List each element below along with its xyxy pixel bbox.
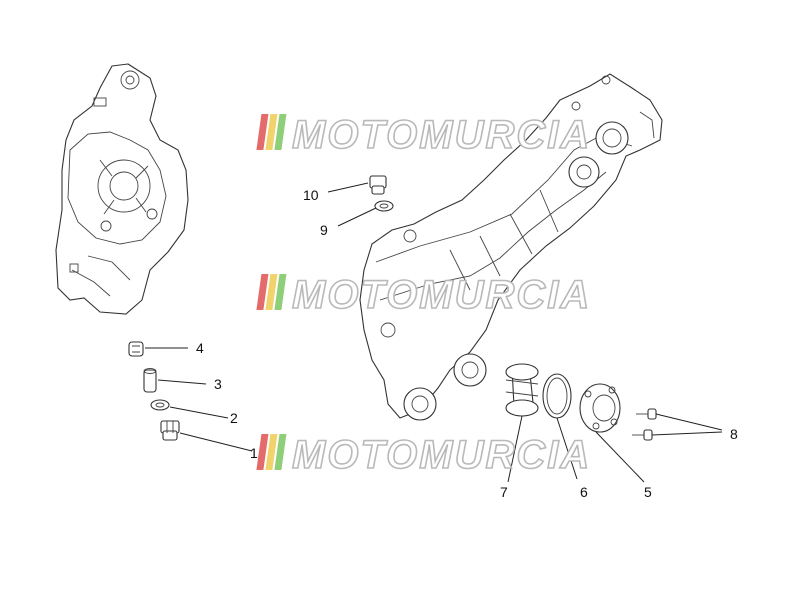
watermark-stripe-yellow bbox=[265, 434, 278, 470]
leader-lines bbox=[145, 182, 723, 483]
watermark-text: MOTOMURCIA bbox=[292, 273, 591, 317]
leader-3 bbox=[157, 379, 207, 385]
callout-7: 7 bbox=[500, 484, 508, 500]
leader-10 bbox=[327, 182, 369, 193]
watermark-stripe-green bbox=[274, 434, 287, 470]
watermark-stripe-red bbox=[256, 114, 269, 150]
callout-8: 8 bbox=[730, 426, 738, 442]
leader-8a bbox=[655, 413, 723, 431]
leader-2 bbox=[169, 406, 229, 419]
callout-10: 10 bbox=[303, 187, 319, 203]
watermark: MOTOMURCIA bbox=[256, 112, 591, 158]
callout-labels: 1 2 3 4 5 6 7 8 9 10 bbox=[196, 187, 738, 500]
part-5-cover-flange bbox=[579, 383, 621, 433]
leader-6 bbox=[556, 417, 578, 480]
leader-1 bbox=[179, 432, 253, 452]
callout-2: 2 bbox=[230, 410, 238, 426]
watermark-stripe-yellow bbox=[265, 114, 278, 150]
part-10-plug-screw bbox=[369, 175, 387, 195]
watermark-stripes bbox=[256, 274, 287, 310]
watermark-text: MOTOMURCIA bbox=[292, 113, 591, 157]
watermark-text: MOTOMURCIA bbox=[292, 433, 591, 477]
callout-3: 3 bbox=[214, 376, 222, 392]
left-crankcase-half bbox=[55, 63, 189, 315]
part-8-bolts bbox=[632, 408, 657, 441]
callout-6: 6 bbox=[580, 484, 588, 500]
watermark: MOTOMURCIA bbox=[256, 432, 591, 478]
part-4-screw bbox=[128, 341, 144, 357]
watermark-stripes bbox=[256, 434, 287, 470]
callout-4: 4 bbox=[196, 340, 204, 356]
leader-9 bbox=[337, 207, 377, 227]
leader-5 bbox=[595, 431, 645, 483]
part-6-o-ring bbox=[542, 373, 572, 419]
part-2-sealing-washer bbox=[150, 399, 170, 411]
right-crankcase-half bbox=[359, 73, 663, 421]
callout-5: 5 bbox=[644, 484, 652, 500]
watermark-stripe-red bbox=[256, 274, 269, 310]
callout-9: 9 bbox=[320, 222, 328, 238]
leader-7 bbox=[507, 415, 523, 483]
part-9-washer bbox=[374, 200, 394, 212]
leader-8b bbox=[651, 431, 723, 436]
watermark-stripe-green bbox=[274, 274, 287, 310]
watermark-stripe-red bbox=[256, 434, 269, 470]
watermark-stripes bbox=[256, 114, 287, 150]
part-3-spacer-pin bbox=[143, 368, 157, 393]
part-1-drain-plug bbox=[160, 420, 180, 441]
watermark-stripe-green bbox=[274, 114, 287, 150]
part-7-filter-cylinder bbox=[505, 363, 539, 417]
watermark: MOTOMURCIA bbox=[256, 272, 591, 318]
watermark-stripe-yellow bbox=[265, 274, 278, 310]
callout-1: 1 bbox=[250, 445, 258, 461]
